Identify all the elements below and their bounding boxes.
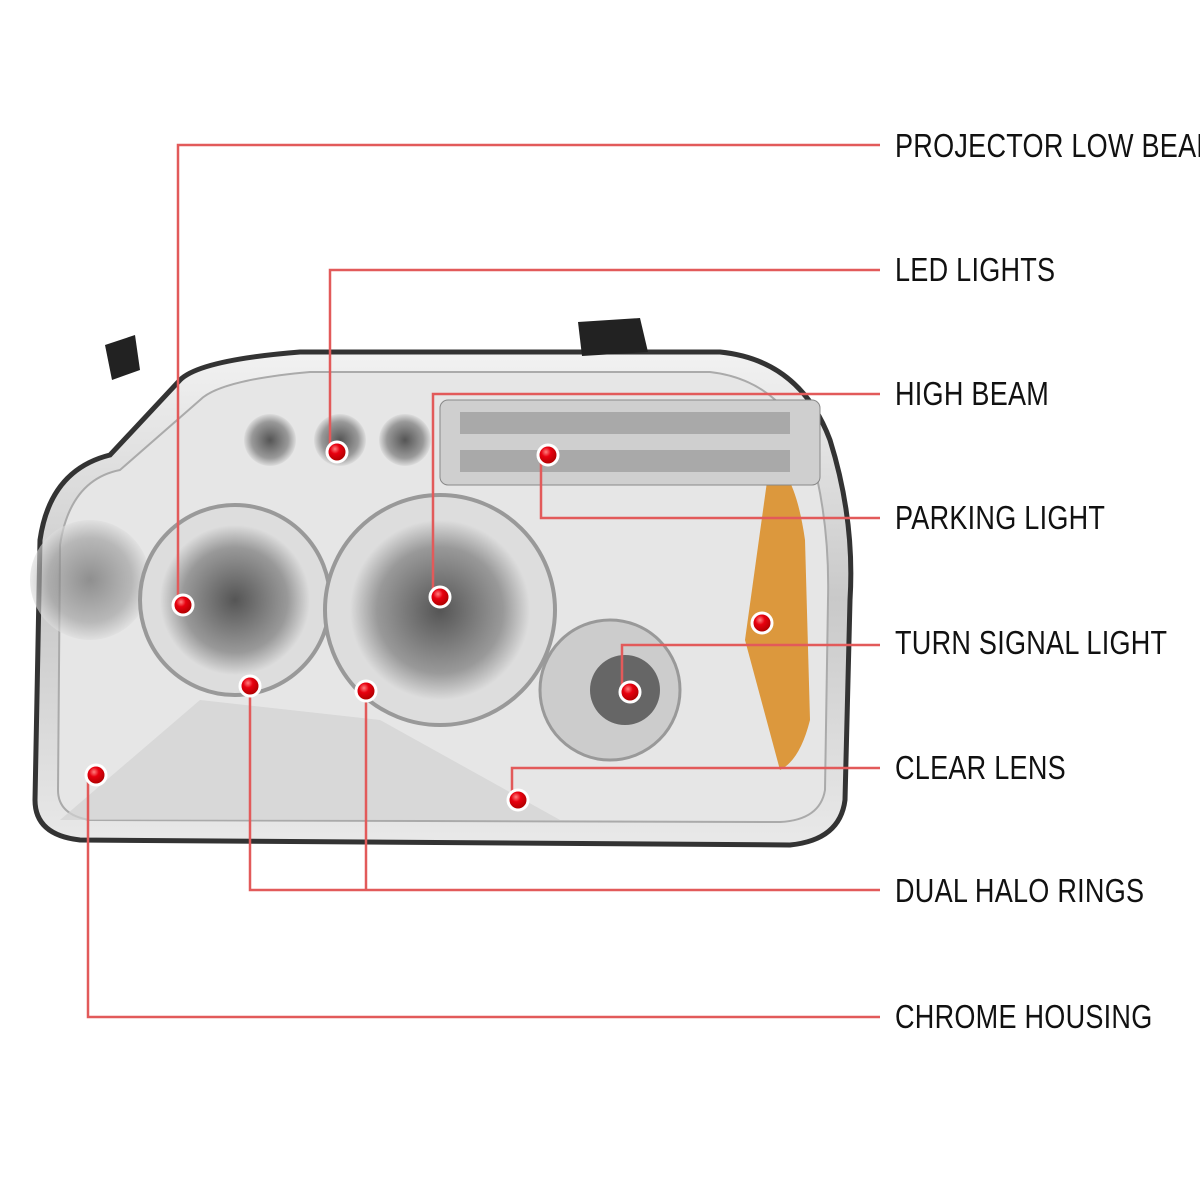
- dot-halo-2: [354, 679, 378, 703]
- turn-signal-lens: [745, 460, 810, 770]
- dot-turn-signal: [618, 680, 642, 704]
- callout-line-high-beam: [431, 392, 880, 597]
- callout-line-turn-signal: [620, 643, 880, 692]
- callout-line-chrome-housing: [86, 775, 880, 1019]
- callout-line-dual-halo: [248, 686, 880, 892]
- callout-line-led-lights: [328, 268, 880, 452]
- label-turn-signal-light: TURN SIGNAL LIGHT: [895, 624, 1168, 661]
- callout-line-projector-low-beam: [176, 143, 880, 605]
- label-chrome-housing: CHROME HOUSING: [895, 998, 1153, 1035]
- dot-parking-light: [536, 443, 560, 467]
- label-projector-low-beam: PROJECTOR LOW BEAM: [895, 127, 1200, 164]
- callout-line-clear-lens: [510, 766, 880, 800]
- dot-clear-lens: [506, 788, 530, 812]
- dot-chrome-housing: [84, 763, 108, 787]
- callout-line-parking-light: [539, 455, 880, 520]
- dot-led-lights: [325, 440, 349, 464]
- dot-high-beam: [428, 585, 452, 609]
- dot-projector-low-beam: [171, 593, 195, 617]
- label-dual-halo-rings: DUAL HALO RINGS: [895, 872, 1145, 909]
- label-parking-light: PARKING LIGHT: [895, 499, 1106, 536]
- dot-turn-signal-amber: [750, 611, 774, 635]
- dot-halo-1: [238, 674, 262, 698]
- label-high-beam: HIGH BEAM: [895, 375, 1050, 412]
- label-clear-lens: CLEAR LENS: [895, 749, 1066, 786]
- label-led-lights: LED LIGHTS: [895, 251, 1056, 288]
